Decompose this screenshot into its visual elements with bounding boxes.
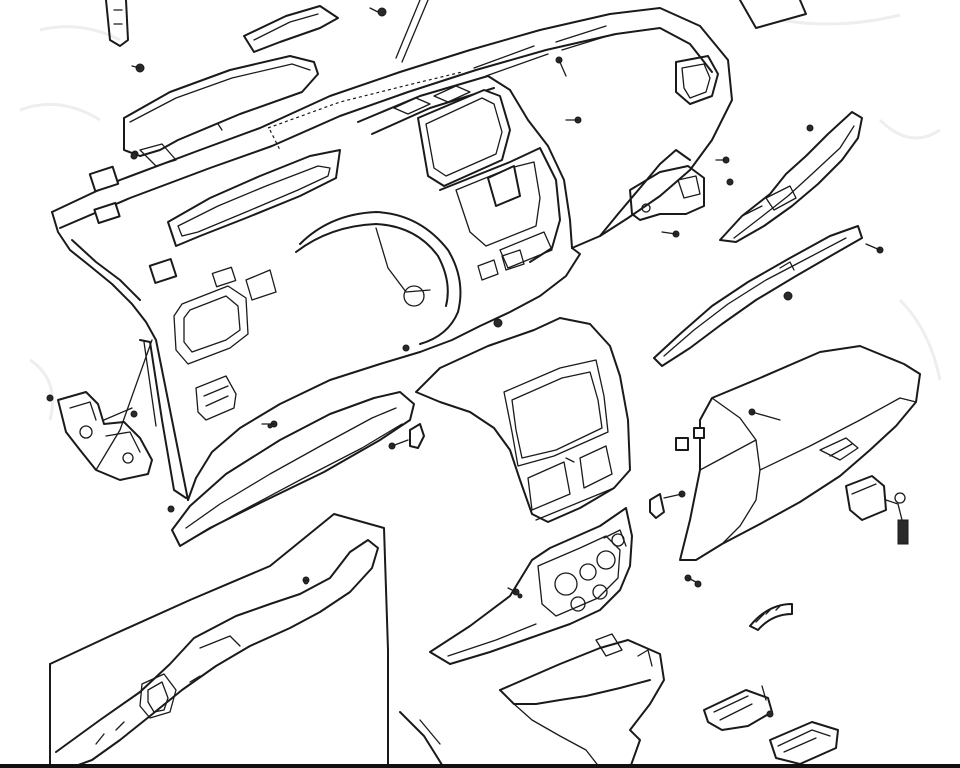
fasteners	[130, 116, 702, 599]
speaker-bracket	[243, 5, 387, 53]
left-top-bracket	[105, 0, 145, 73]
audio-climate-bezel	[429, 507, 633, 665]
bottom-border	[0, 764, 960, 768]
center-console-box	[399, 633, 665, 768]
ashtray-insert	[769, 721, 839, 765]
glove-box	[675, 345, 921, 585]
glove-box-lock	[845, 475, 909, 545]
left-mounting-bracket	[46, 339, 153, 481]
center-console-bezel	[415, 317, 631, 523]
hazard-switch-arc	[749, 603, 793, 631]
ashtray-assembly	[703, 685, 774, 731]
upper-left-cover	[123, 55, 319, 167]
glove-clip	[649, 490, 686, 519]
right-lower-trim-strip	[653, 225, 884, 367]
console-clip	[388, 423, 425, 450]
instrument-panel	[51, 0, 733, 501]
lower-left-cover-panel	[49, 513, 389, 768]
right-side-bracket	[629, 165, 705, 238]
right-upper-trim-garnish	[715, 111, 863, 243]
left-vertical-trim	[139, 339, 187, 499]
top-right-panel	[739, 0, 807, 29]
background-ghost-lines	[19, 13, 942, 421]
knee-bolster-panel	[167, 391, 415, 547]
